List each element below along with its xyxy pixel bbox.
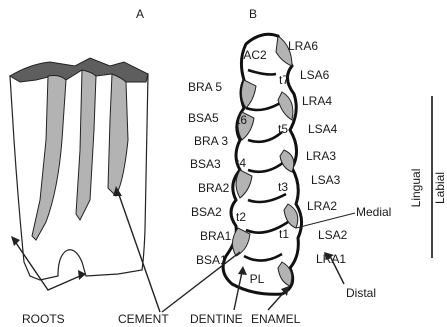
left-label-bra3: BRA 3: [194, 134, 228, 148]
right-label-lsa4: LSA4: [308, 122, 338, 136]
roots-arrowhead-1: [11, 236, 20, 246]
left-label-bsa2: BSA2: [191, 205, 222, 219]
left-label-bsa5: BSA5: [188, 111, 219, 125]
tooth-a: [10, 58, 148, 280]
triangle-label-pl: PL: [250, 272, 265, 286]
panel-label-b: B: [249, 7, 257, 21]
left-label-bra5: BRA 5: [188, 80, 222, 94]
triangle-label-ac2: AC2: [243, 48, 267, 62]
triangle-label-t1: t1: [279, 227, 289, 241]
enamel-label: ENAMEL: [251, 312, 301, 326]
roots-label: ROOTS: [22, 312, 65, 326]
right-label-lsa6: LSA6: [300, 68, 330, 82]
right-label-lsa3: LSA3: [311, 173, 341, 187]
orientation-lingual: Lingual: [409, 169, 423, 208]
right-label-lra4: LRA4: [302, 94, 332, 108]
left-label-bra1: BRA1: [200, 229, 232, 243]
triangle-label-t4: t4: [236, 156, 246, 170]
right-label-lra3: LRA3: [306, 149, 336, 163]
left-label-bsa3: BSA3: [190, 157, 221, 171]
distal-label: Distal: [346, 286, 376, 300]
medial-label: Medial: [356, 205, 391, 219]
panel-label-a: A: [136, 7, 144, 21]
orientation-labial: Labial: [433, 172, 447, 204]
triangle-label-t6: t6: [237, 113, 247, 127]
cement-label: CEMENT: [118, 312, 169, 326]
dentine-label: DENTINE: [190, 312, 243, 326]
triangle-label-t7: t7: [279, 73, 289, 87]
left-label-bra2: BRA2: [198, 181, 230, 195]
right-label-lra2: LRA2: [307, 199, 337, 213]
triangle-label-t5: t5: [278, 122, 288, 136]
medial-pointer: [296, 213, 355, 228]
triangle-label-t2: t2: [236, 210, 246, 224]
right-label-lra6: LRA6: [288, 39, 318, 53]
triangle-label-t3: t3: [278, 180, 288, 194]
right-label-lsa2: LSA2: [318, 228, 348, 242]
